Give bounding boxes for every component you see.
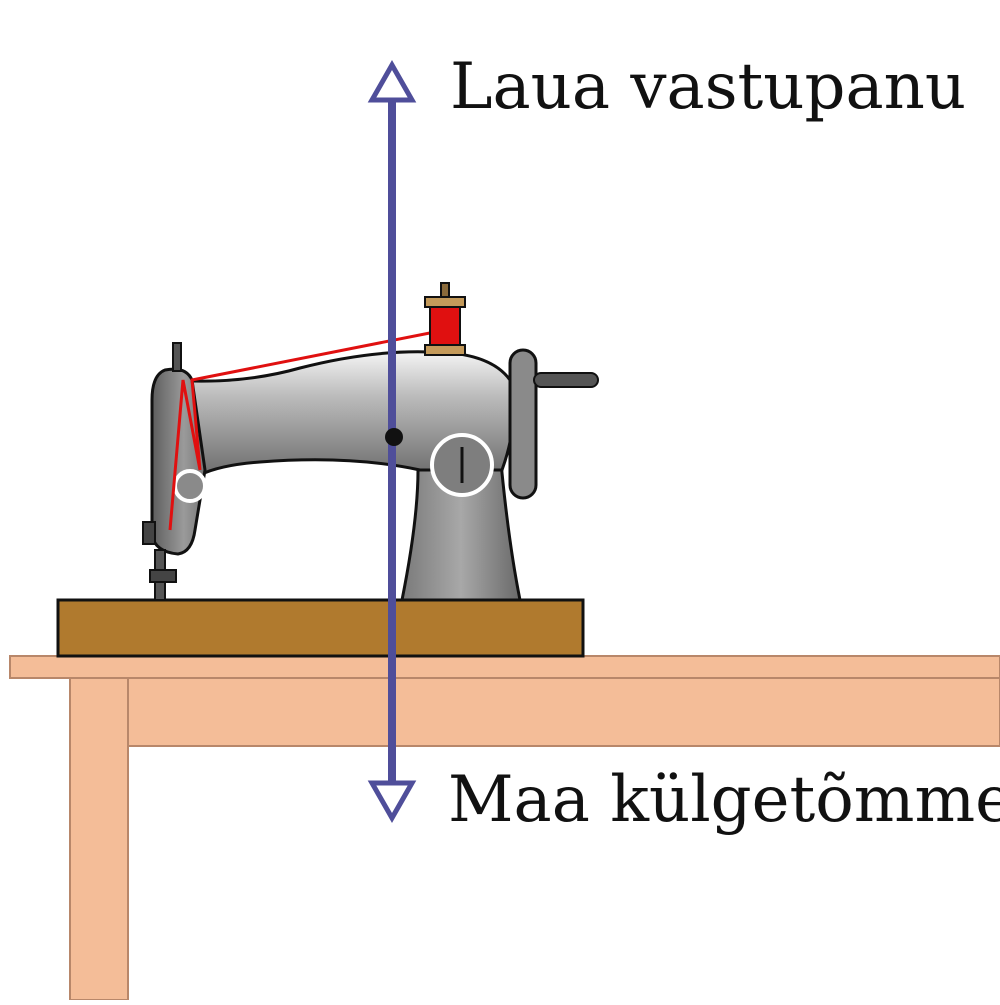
arrow-up-head bbox=[367, 59, 417, 103]
table-leg-left bbox=[69, 677, 129, 1001]
machine-base bbox=[56, 598, 585, 658]
force-arrows bbox=[367, 59, 417, 824]
table bbox=[9, 655, 1000, 1001]
spool bbox=[429, 306, 461, 346]
arrow-down-head bbox=[367, 780, 417, 824]
thread bbox=[168, 328, 446, 531]
spool-cap-top bbox=[424, 296, 466, 308]
handwheel-handle bbox=[533, 372, 599, 388]
head-spindle bbox=[172, 342, 182, 372]
table-apron bbox=[127, 677, 1000, 747]
table-top bbox=[9, 655, 1000, 679]
center-of-mass-point bbox=[385, 428, 403, 446]
presser-foot bbox=[149, 569, 177, 583]
machine-head bbox=[150, 367, 207, 556]
tension-dial bbox=[173, 469, 207, 503]
spool-cap-bottom bbox=[424, 344, 466, 356]
handwheel bbox=[508, 348, 538, 500]
gravity-force-label: Maa külgetõmme bbox=[448, 763, 1000, 837]
normal-force-label: Laua vastupanu bbox=[450, 50, 967, 124]
presser-lever bbox=[142, 521, 156, 545]
sewing-machine-icon bbox=[142, 282, 599, 602]
